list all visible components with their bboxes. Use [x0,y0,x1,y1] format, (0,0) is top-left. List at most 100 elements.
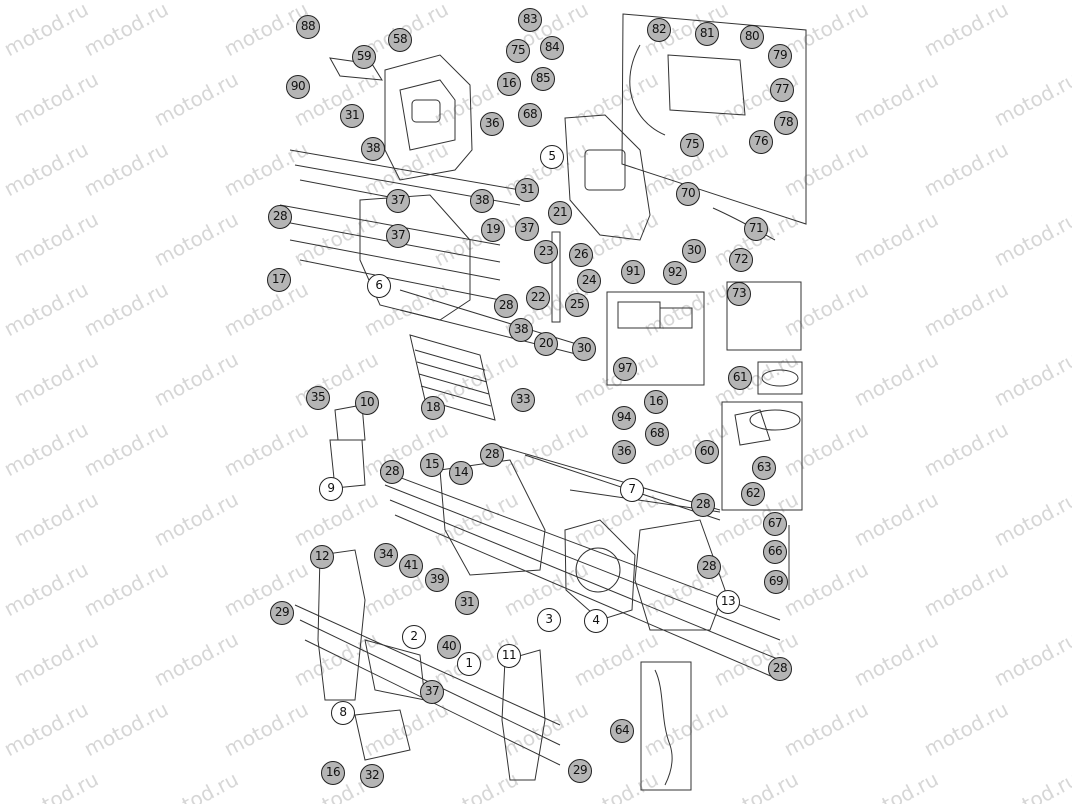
callout-77: 77 [770,78,794,102]
callout-36: 36 [480,112,504,136]
callout-19: 19 [481,218,505,242]
cooler-18 [409,334,496,421]
callout-92: 92 [663,261,687,285]
callout-20: 20 [534,332,558,356]
callout-28c: 28 [380,460,404,484]
callout-83: 83 [518,8,542,32]
callout-31c: 31 [455,591,479,615]
callout-9: 9 [319,477,343,501]
callout-37b: 37 [515,217,539,241]
callout-97: 97 [613,357,637,381]
plate-14 [439,459,546,576]
callout-67: 67 [763,512,787,536]
callout-37c: 37 [386,224,410,248]
bracket-8 [354,709,411,761]
callout-38c: 38 [509,318,533,342]
callout-81: 81 [695,22,719,46]
inset-box-tank [621,13,807,225]
callout-16: 16 [497,72,521,96]
callout-7: 7 [620,478,644,502]
callout-84: 84 [540,36,564,60]
callout-41: 41 [399,554,423,578]
inset-box-cable [640,661,692,791]
callout-6: 6 [367,274,391,298]
callout-63: 63 [752,456,776,480]
callout-28g: 28 [768,657,792,681]
callout-10: 10 [355,391,379,415]
shaft-24 [551,231,561,323]
gauge-60 [749,409,801,431]
callout-30b: 30 [572,337,596,361]
inset-box-gauge [721,401,803,511]
callout-14: 14 [449,461,473,485]
callout-68: 68 [518,103,542,127]
plate-11 [501,649,546,781]
callout-28: 28 [268,205,292,229]
callout-58: 58 [388,28,412,52]
callout-1: 1 [457,652,481,676]
callout-40: 40 [437,635,461,659]
callout-38: 38 [361,137,385,161]
callout-71: 71 [744,217,768,241]
plate-6 [359,194,471,321]
plate-4 [564,519,636,621]
callout-23: 23 [534,240,558,264]
callout-33: 33 [511,388,535,412]
tank-81 [667,54,746,116]
callout-15: 15 [420,453,444,477]
callout-28f: 28 [697,555,721,579]
callout-21: 21 [548,201,572,225]
callout-66: 66 [763,540,787,564]
callout-32: 32 [360,764,384,788]
plate-2 [364,639,426,701]
callout-68b: 68 [645,422,669,446]
plate-12 [317,549,366,701]
callout-34: 34 [374,543,398,567]
plate-13 [634,519,726,631]
callout-38b: 38 [470,189,494,213]
callout-61: 61 [728,366,752,390]
callout-94: 94 [612,406,636,430]
callout-29: 29 [270,601,294,625]
callout-72: 72 [729,248,753,272]
callout-37d: 37 [420,680,444,704]
callout-28d: 28 [480,443,504,467]
callout-85: 85 [531,67,555,91]
callout-31: 31 [340,104,364,128]
callout-90: 90 [286,75,310,99]
callout-5: 5 [540,145,564,169]
callout-75: 75 [506,39,530,63]
callout-16b: 16 [644,390,668,414]
callout-91: 91 [621,260,645,284]
bracket-plate-58 [384,54,473,181]
callout-4: 4 [584,609,608,633]
callout-80: 80 [740,25,764,49]
callout-24: 24 [577,269,601,293]
callout-73: 73 [727,282,751,306]
callout-16c: 16 [321,761,345,785]
callout-70: 70 [676,182,700,206]
callout-12: 12 [310,545,334,569]
callout-28e: 28 [691,493,715,517]
inset-box-switch [726,281,802,351]
callout-39: 39 [425,568,449,592]
callout-76: 76 [749,130,773,154]
callout-30: 30 [682,239,706,263]
callout-13: 13 [716,590,740,614]
bracket-10 [334,404,366,441]
callout-36b: 36 [612,440,636,464]
callout-75b: 75 [680,133,704,157]
callout-2: 2 [402,625,426,649]
callout-25: 25 [565,293,589,317]
inset-box-lens [757,361,803,395]
callout-82: 82 [647,18,671,42]
callout-22: 22 [526,286,550,310]
inset-box-controller [606,291,705,386]
bracket-plate-5 [564,114,651,241]
callout-3: 3 [537,608,561,632]
callout-8: 8 [331,701,355,725]
callout-26: 26 [569,243,593,267]
callout-78: 78 [774,111,798,135]
callout-28b: 28 [494,294,518,318]
